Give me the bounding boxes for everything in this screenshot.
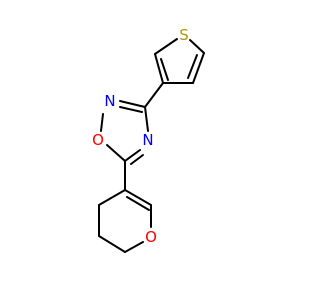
bond-c1-c2 (154, 53, 164, 84)
bond-c4-s (189, 39, 205, 54)
bond-c1-c2-inner (160, 58, 169, 81)
bond-s-c1 (154, 38, 178, 55)
bond-c3-c4 (192, 52, 205, 84)
oxadiazole-nitrogen-right-label: N (142, 131, 153, 149)
bond-pyran-c4-c3 (98, 189, 126, 206)
oxadiazole-nitrogen-top-label: N (104, 92, 115, 110)
bond-pyran-c3-c2-double (126, 196, 150, 211)
oxadiazole-oxygen-label: O (92, 131, 104, 149)
bond-c3-n-top (119, 100, 146, 108)
bond-n-right-c3 (144, 106, 149, 132)
bond-pyran-o-c6 (124, 241, 144, 253)
thiophene-ring (154, 38, 205, 84)
dihydropyran-ring (98, 189, 152, 253)
bond-c3-n-top-double (119, 106, 143, 113)
sulfur-atom-label: S (179, 26, 189, 44)
bond-c5-n-right (124, 149, 141, 162)
bond-c5-n-right-double (130, 154, 144, 165)
pyran-oxygen-label: O (145, 228, 157, 246)
bond-o-c5 (106, 144, 126, 162)
bond-pyran-c6-c5 (98, 235, 126, 253)
bond-n-o (100, 113, 104, 132)
bond-thiophene-oxadiazole (144, 82, 164, 108)
bond-pyran-c3-c2 (124, 189, 152, 206)
oxadiazole-ring (100, 100, 149, 165)
molecule-structure-diagram: S N O N O (92, 26, 205, 253)
bond-c3-c4-inner (187, 54, 198, 79)
